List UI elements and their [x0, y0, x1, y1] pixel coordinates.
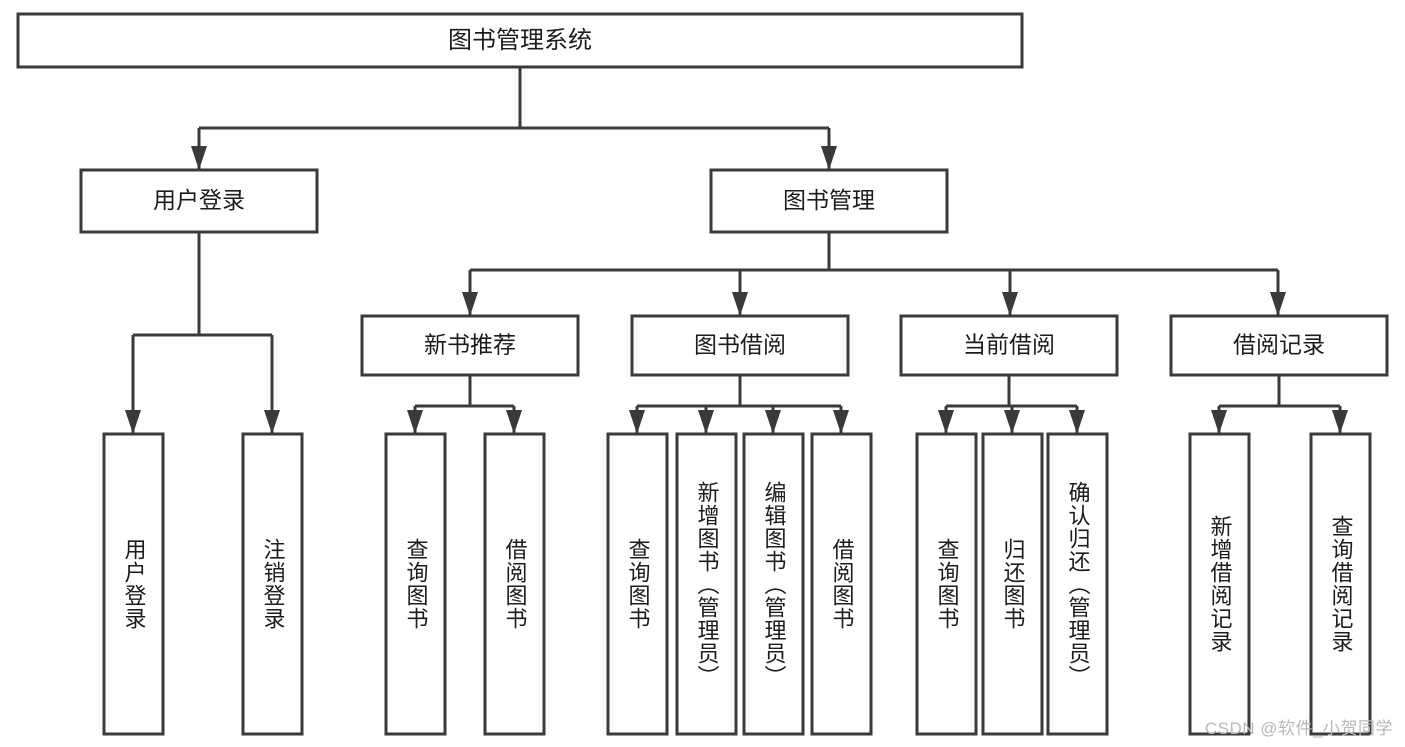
node-borrow-record[interactable]: 借阅记录	[1169, 314, 1389, 377]
leaf-box-leaf-query-book-1[interactable]	[384, 432, 447, 736]
node-box-user-login[interactable]	[79, 168, 319, 234]
leaf-label-wrap-leaf-add-book[interactable]: 新增图书（管理员）	[677, 434, 736, 734]
node-current-borrow[interactable]: 当前借阅	[899, 314, 1119, 377]
leaf-label-leaf-user-login: 用户登录	[121, 538, 147, 630]
arrow-head-icon	[833, 410, 849, 434]
leaf-box-leaf-query-book-2[interactable]	[606, 432, 669, 736]
node-label-root: 图书管理系统	[448, 27, 592, 54]
leaf-label-wrap-leaf-logout[interactable]: 注销登录	[243, 434, 302, 734]
arrow-head-icon	[506, 410, 522, 434]
arrow-head-icon	[1002, 292, 1018, 316]
node-user-login[interactable]: 用户登录	[79, 168, 319, 234]
node-label-current-borrow: 当前借阅	[963, 332, 1055, 358]
node-box-root[interactable]	[16, 12, 1024, 69]
arrow-head-icon	[125, 410, 141, 434]
leaf-label-leaf-edit-book: 编辑图书（管理员）	[761, 480, 787, 688]
leaf-label-leaf-return-book: 归还图书	[1000, 538, 1026, 630]
leaf-label-wrap-leaf-query-book-3[interactable]: 查询图书	[917, 434, 976, 734]
leaf-label-wrap-leaf-return-book[interactable]: 归还图书	[983, 434, 1042, 734]
leaf-box-leaf-add-book[interactable]	[675, 432, 738, 736]
arrow-head-icon	[407, 410, 423, 434]
leaf-label-wrap-leaf-borrow-book-2[interactable]: 借阅图书	[812, 434, 871, 734]
arrow-head-icon	[1270, 292, 1286, 316]
leaf-box-leaf-logout[interactable]	[241, 432, 304, 736]
node-label-book-borrow: 图书借阅	[694, 332, 786, 358]
node-box-current-borrow[interactable]	[899, 314, 1119, 377]
arrow-head-icon	[1211, 410, 1227, 434]
leaf-box-leaf-edit-book[interactable]	[742, 432, 805, 736]
node-label-book-manage: 图书管理	[783, 187, 875, 213]
leaf-box-leaf-return-book[interactable]	[981, 432, 1044, 736]
arrow-head-icon	[698, 410, 714, 434]
arrow-head-icon	[1004, 410, 1020, 434]
arrow-head-icon	[1069, 410, 1085, 434]
leaf-label-leaf-add-book: 新增图书（管理员）	[694, 480, 720, 688]
arrow-head-icon	[732, 292, 748, 316]
node-label-new-book-recommend: 新书推荐	[424, 332, 516, 358]
arrow-head-icon	[462, 292, 478, 316]
node-box-book-borrow[interactable]	[630, 314, 850, 377]
leaf-label-wrap-leaf-user-login[interactable]: 用户登录	[104, 434, 163, 734]
node-box-new-book-recommend[interactable]	[360, 314, 580, 377]
leaf-label-wrap-leaf-query-record[interactable]: 查询借阅记录	[1311, 434, 1370, 734]
node-label-user-login: 用户登录	[153, 187, 245, 213]
leaf-label-leaf-query-record: 查询借阅记录	[1328, 515, 1354, 653]
arrow-head-icon	[938, 410, 954, 434]
arrow-head-icon	[1332, 410, 1348, 434]
leaf-label-leaf-borrow-book-2: 借阅图书	[829, 538, 855, 630]
leaf-label-leaf-confirm-return: 确认归还（管理员）	[1065, 480, 1091, 688]
node-new-book-recommend[interactable]: 新书推荐	[360, 314, 580, 377]
leaf-label-wrap-leaf-add-record[interactable]: 新增借阅记录	[1190, 434, 1249, 734]
leaf-label-leaf-logout: 注销登录	[260, 538, 286, 630]
arrow-head-icon	[264, 410, 280, 434]
leaf-label-leaf-borrow-book-1: 借阅图书	[502, 538, 528, 630]
node-book-borrow[interactable]: 图书借阅	[630, 314, 850, 377]
leaf-label-leaf-query-book-1: 查询图书	[403, 538, 429, 630]
arrow-head-icon	[821, 146, 837, 170]
node-root[interactable]: 图书管理系统	[16, 12, 1024, 69]
leaf-box-leaf-borrow-book-2[interactable]	[810, 432, 873, 736]
arrow-head-icon	[629, 410, 645, 434]
node-book-manage[interactable]: 图书管理	[709, 168, 949, 234]
leaf-box-leaf-borrow-book-1[interactable]	[483, 432, 546, 736]
arrow-head-icon	[191, 146, 207, 170]
leaf-box-leaf-confirm-return[interactable]	[1046, 432, 1109, 736]
leaf-label-leaf-query-book-3: 查询图书	[934, 538, 960, 630]
leaf-box-leaf-add-record[interactable]	[1188, 432, 1251, 736]
leaf-box-leaf-query-record[interactable]	[1309, 432, 1372, 736]
leaf-label-wrap-leaf-query-book-1[interactable]: 查询图书	[386, 434, 445, 734]
leaf-label-wrap-leaf-borrow-book-1[interactable]: 借阅图书	[485, 434, 544, 734]
leaf-label-leaf-add-record: 新增借阅记录	[1207, 515, 1233, 653]
leaf-label-wrap-leaf-query-book-2[interactable]: 查询图书	[608, 434, 667, 734]
node-label-borrow-record: 借阅记录	[1233, 332, 1325, 358]
arrow-head-icon	[765, 410, 781, 434]
leaf-label-leaf-query-book-2: 查询图书	[625, 538, 651, 630]
node-box-book-manage[interactable]	[709, 168, 949, 234]
leaf-box-leaf-user-login[interactable]	[102, 432, 165, 736]
leaf-label-wrap-leaf-edit-book[interactable]: 编辑图书（管理员）	[744, 434, 803, 734]
node-box-borrow-record[interactable]	[1169, 314, 1389, 377]
leaf-box-leaf-query-book-3[interactable]	[915, 432, 978, 736]
connectors-layer	[125, 67, 1348, 434]
leaf-label-wrap-leaf-confirm-return[interactable]: 确认归还（管理员）	[1048, 434, 1107, 734]
